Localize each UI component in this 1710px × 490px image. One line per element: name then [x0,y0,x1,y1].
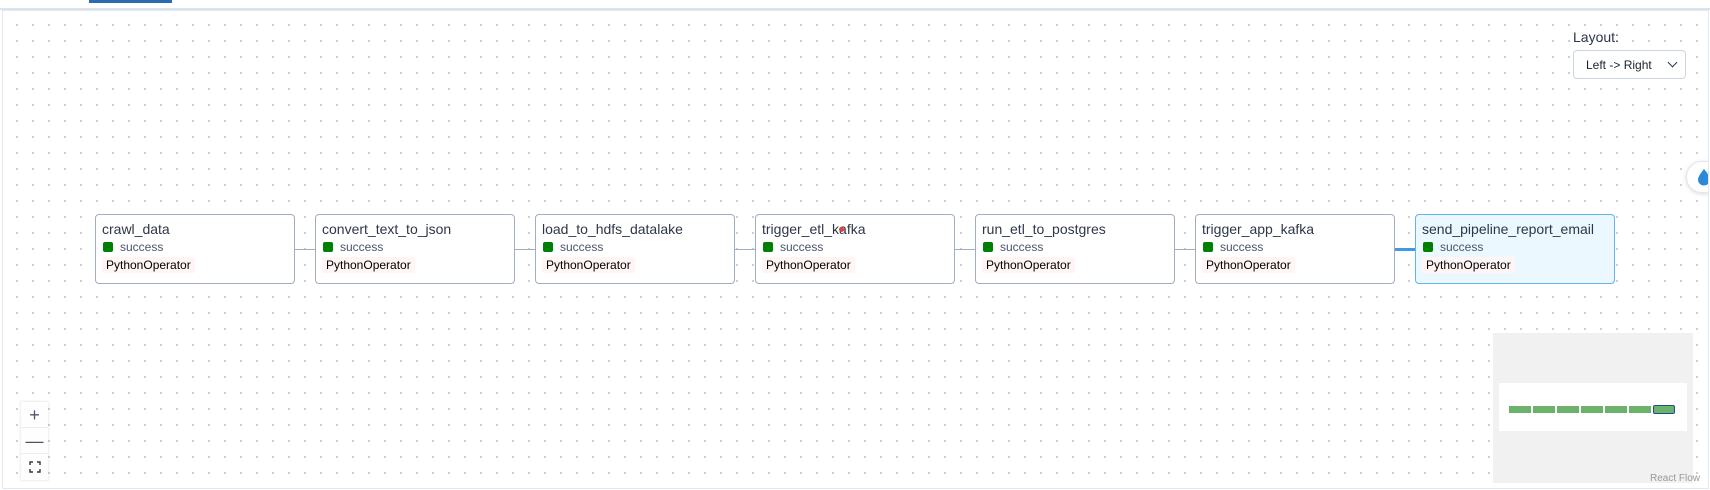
extension-handle[interactable] [1686,161,1708,193]
task-status: success [982,239,1168,255]
status-square-icon [323,242,333,252]
layout-panel: Layout: Left -> Right [1573,29,1686,79]
task-operator: PythonOperator [1422,257,1515,273]
task-status: success [1202,239,1388,255]
task-status: success [102,239,288,255]
minimap[interactable] [1493,333,1693,483]
task-name: crawl_data [102,221,170,237]
minimap-node [1581,406,1603,413]
zoom-out-button[interactable]: — [21,428,48,454]
edge [734,249,756,250]
status-square-icon [1423,242,1433,252]
minimap-node [1509,406,1531,413]
minimap-node [1629,406,1651,413]
layout-label: Layout: [1573,29,1619,45]
active-tab-indicator [89,0,172,3]
task-status: success [542,239,728,255]
task-status-text: success [780,240,824,254]
minimap-node [1533,406,1555,413]
task-status: success [322,239,508,255]
layout-select-value: Left -> Right [1586,57,1652,72]
fit-view-icon [28,461,41,473]
status-square-icon [763,242,773,252]
react-flow-attribution[interactable]: React Flow [1649,473,1700,484]
task-node-selected[interactable]: send_pipeline_report_email success Pytho… [1415,214,1615,284]
task-operator: PythonOperator [1202,257,1295,273]
task-status-text: success [340,240,384,254]
task-node[interactable]: load_to_hdfs_datalake success PythonOper… [535,214,735,284]
task-status-text: success [1220,240,1264,254]
task-operator: PythonOperator [542,257,635,273]
task-operator: PythonOperator [102,257,195,273]
task-node[interactable]: trigger_app_kafka success PythonOperator [1195,214,1395,284]
task-status-text: success [120,240,164,254]
chevron-down-icon [1667,57,1678,68]
task-node[interactable]: crawl_data success PythonOperator [95,214,295,284]
edge [294,249,316,250]
task-name: send_pipeline_report_email [1422,221,1595,237]
task-name: load_to_hdfs_datalake [542,221,683,237]
tab-underline [0,8,1710,10]
task-operator: PythonOperator [982,257,1075,273]
task-node[interactable]: trigger_etl_kafka success PythonOperator [755,214,955,284]
task-status-text: success [1000,240,1044,254]
zoom-in-button[interactable]: + [21,402,48,428]
edge-highlighted [1394,248,1416,251]
task-status-text: success [560,240,604,254]
minimap-node-selected [1653,405,1675,414]
status-square-icon [103,242,113,252]
minimap-node [1557,406,1579,413]
task-node[interactable]: run_etl_to_postgres success PythonOperat… [975,214,1175,284]
status-square-icon [543,242,553,252]
task-operator: PythonOperator [322,257,415,273]
task-name: trigger_app_kafka [1202,221,1315,237]
task-name: convert_text_to_json [322,221,452,237]
status-square-icon [983,242,993,252]
edge [1174,249,1196,250]
task-status: success [762,239,948,255]
edge [954,249,976,250]
task-status-text: success [1440,240,1484,254]
task-node[interactable]: convert_text_to_json success PythonOpera… [315,214,515,284]
task-operator: PythonOperator [762,257,855,273]
task-name: trigger_etl_kafka [762,221,866,237]
water-drop-icon [1698,169,1708,186]
graph-canvas[interactable]: Layout: Left -> Right crawl_data success… [2,10,1709,489]
edge [514,249,536,250]
cursor-dot [839,227,844,232]
minimap-node [1605,406,1627,413]
status-square-icon [1203,242,1213,252]
layout-select[interactable]: Left -> Right [1573,50,1686,79]
fit-view-button[interactable] [21,454,48,480]
task-name: run_etl_to_postgres [982,221,1106,237]
zoom-controls: + — [21,402,48,480]
task-status: success [1422,239,1608,255]
